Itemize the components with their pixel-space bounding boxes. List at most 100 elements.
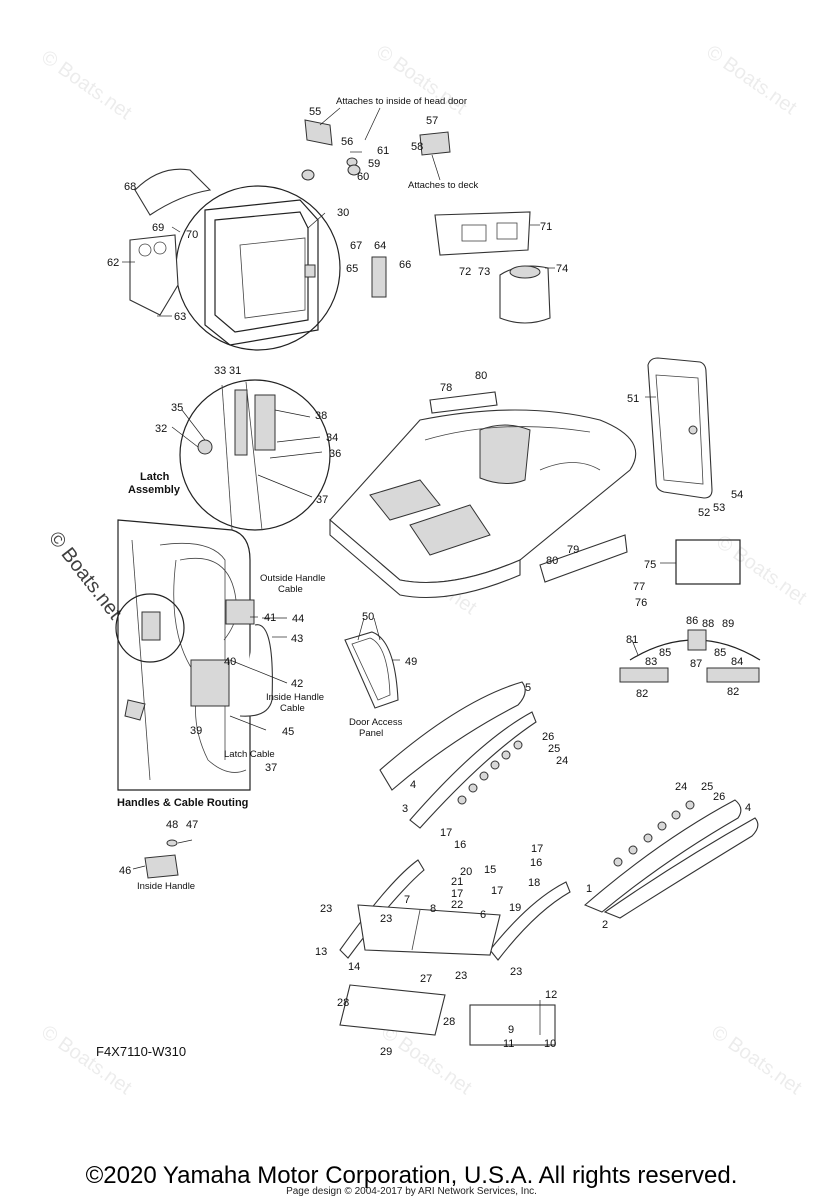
callout-number: 47 (186, 819, 198, 831)
cup-holder-ring (153, 241, 167, 255)
storage-and-toilet (434, 211, 555, 324)
callout-number: 7 (404, 894, 410, 906)
panel-inner (351, 637, 391, 701)
hatch-door (645, 357, 713, 499)
callout-number: 31 (229, 365, 241, 377)
callout-number: 82 (636, 688, 648, 700)
cup-holder-ring (138, 243, 152, 257)
callout-number: 65 (346, 263, 358, 275)
leader (307, 212, 326, 229)
caption-deck: Attaches to deck (408, 180, 478, 191)
head-cover (134, 168, 212, 216)
windshield-group (339, 681, 759, 1046)
callout-number: 48 (166, 819, 178, 831)
door-access-panel (344, 631, 399, 709)
outside-handle-unit (225, 599, 255, 625)
callout-number: 15 (484, 864, 496, 876)
leader (319, 107, 341, 126)
gunwale-line (424, 426, 591, 441)
fastener-stack-left (457, 740, 523, 805)
caption-handles-routing: Handles & Cable Routing (117, 797, 248, 809)
tray-slot (496, 222, 518, 240)
callout-number: 24 (675, 781, 687, 793)
caption-inside-cable: Inside Handle (266, 692, 324, 703)
console (539, 462, 601, 471)
leader (631, 639, 639, 656)
callout-number: 20 (460, 866, 472, 878)
inside-handle (144, 854, 179, 879)
callout-number: 37 (316, 494, 328, 506)
latch-bracket (141, 611, 161, 641)
leader (171, 426, 199, 448)
callout-number: 43 (291, 633, 303, 645)
callout-number: 32 (155, 423, 167, 435)
callout-number: 17 (491, 885, 503, 897)
callout-number: 42 (291, 678, 303, 690)
callout-number: 26 (542, 731, 554, 743)
latch-striker (254, 394, 276, 451)
diagram-code: F4X7110-W310 (96, 1044, 187, 1059)
callout-number: 89 (722, 618, 734, 630)
door-edge (221, 384, 233, 531)
head-door-panel (239, 237, 306, 319)
leader (257, 474, 313, 498)
fastener (671, 810, 681, 820)
watermark: © Boats.net (37, 46, 136, 124)
callout-number: 36 (329, 448, 341, 460)
callout-number: 77 (633, 581, 645, 593)
callout-number: 39 (190, 725, 202, 737)
callout-number: 33 (214, 365, 226, 377)
outside-cable (179, 558, 238, 641)
callout-number: 53 (713, 502, 725, 514)
callout-number: 61 (377, 145, 389, 157)
leader (132, 865, 146, 870)
callout-number: 57 (426, 115, 438, 127)
callout-number: 71 (540, 221, 552, 233)
callout-number: 81 (626, 634, 638, 646)
hinge (371, 256, 387, 298)
callout-number: 88 (702, 618, 714, 630)
watermark: © Boats.net (702, 41, 801, 119)
callout-number: 82 (727, 686, 739, 698)
tray-slot (461, 224, 487, 242)
callout-number: 5 (525, 682, 531, 694)
callout-number: 75 (644, 559, 656, 571)
toilet-lid (509, 265, 541, 279)
watermark: © Boats.net (44, 528, 126, 624)
leader (181, 409, 206, 441)
leader (269, 451, 323, 459)
callout-number: 3 (402, 803, 408, 815)
callout-number: 16 (530, 857, 542, 869)
windshield-center (357, 904, 501, 956)
bezel (166, 839, 178, 847)
fastener (513, 740, 523, 750)
callout-number: 23 (380, 913, 392, 925)
bracket-pad (706, 667, 760, 683)
inside-handle-group (132, 839, 193, 879)
callout-number: 50 (362, 611, 374, 623)
callout-number: 4 (745, 802, 751, 814)
callout-number: 24 (556, 755, 568, 767)
callout-number: 35 (171, 402, 183, 414)
callout-number: 74 (556, 263, 568, 275)
leader (229, 659, 288, 684)
bow-seat (369, 479, 441, 521)
callout-number: 27 (420, 973, 432, 985)
door-contour (159, 542, 226, 760)
fastener (628, 845, 638, 855)
callout-number: 86 (686, 615, 698, 627)
callout-number: 9 (508, 1024, 514, 1036)
callout-number: 64 (374, 240, 386, 252)
callout-number: 78 (440, 382, 452, 394)
fastener (613, 857, 623, 867)
callout-number: 2 (602, 919, 608, 931)
fastener (479, 771, 489, 781)
fastener-stack-right (613, 800, 695, 867)
fastener (643, 833, 653, 843)
caption-latch: Latch (140, 471, 170, 483)
hinge-bracket (304, 264, 316, 278)
callouts: 1 2 3 4 4 5 6 7 8 9 10 11 12 13 14 15 16… (107, 106, 751, 1058)
head-door-frame (204, 199, 319, 346)
callout-number: 1 (586, 883, 592, 895)
callout-number: 17 (451, 888, 463, 900)
